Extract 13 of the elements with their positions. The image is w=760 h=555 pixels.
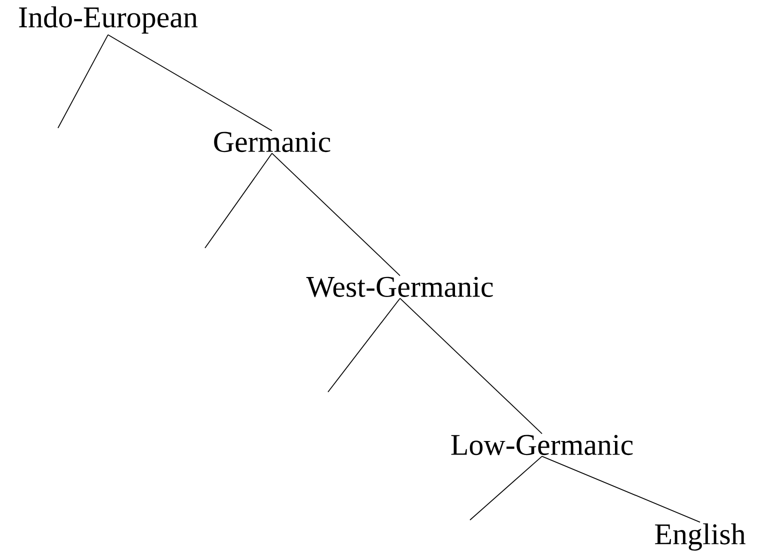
tree-branch: [542, 456, 700, 523]
tree-branch: [58, 34, 108, 128]
language-label: Germanic: [214, 132, 330, 152]
tree-branch: [108, 34, 272, 132]
language-label: Indo-European: [19, 6, 198, 34]
language-label: West-Germanic: [306, 276, 493, 298]
tree-branch: [470, 456, 542, 520]
tree-branch: [400, 298, 542, 434]
language-label: English: [655, 523, 746, 551]
tree-branch: [272, 152, 400, 276]
tree-branch: [204, 152, 272, 248]
language-label: Low-Germanic: [451, 434, 633, 456]
tree-branch: [328, 298, 400, 392]
